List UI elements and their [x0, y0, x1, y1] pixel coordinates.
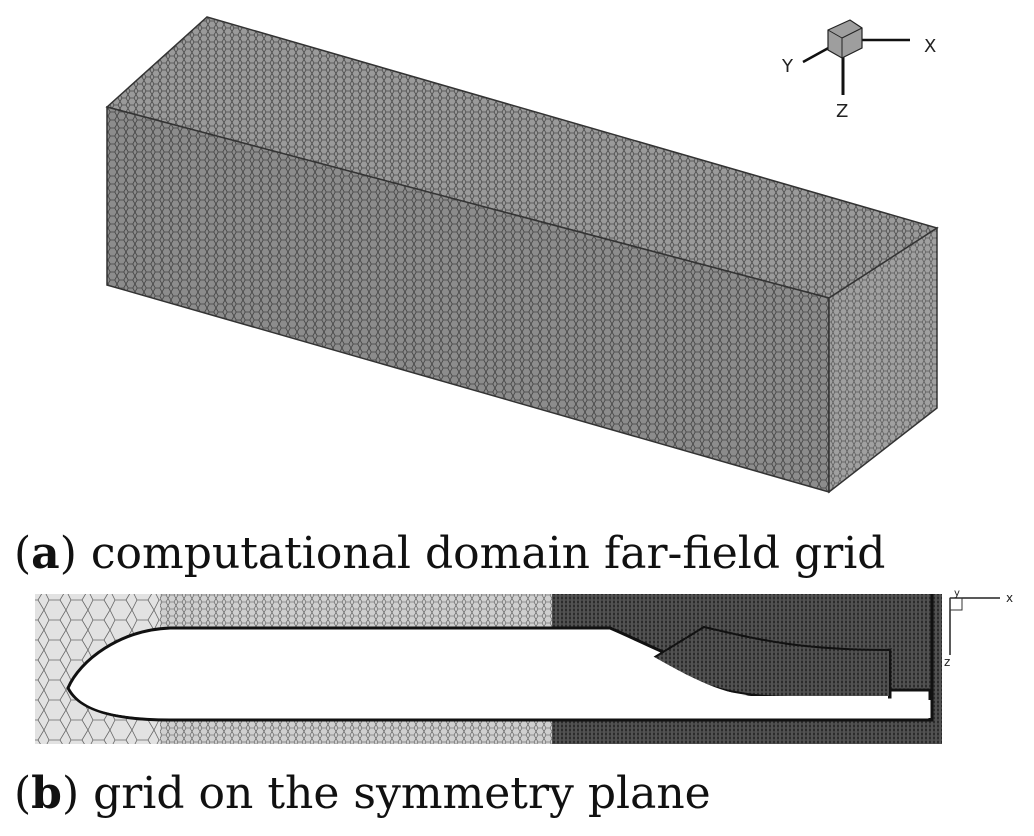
- axis-triad-a: X Y Z: [781, 19, 936, 122]
- caption-a: (a) computational domain far-field grid: [14, 528, 886, 579]
- caption-a-text: computational domain far-field grid: [90, 528, 886, 579]
- panel-a-box-figure: X Y Z: [105, 16, 939, 494]
- axis-y-label-b: y: [954, 588, 960, 599]
- caption-b: (b) grid on the symmetry plane: [14, 768, 711, 819]
- axis-triad-b: x y z: [944, 588, 1013, 669]
- caption-b-letter: b: [31, 768, 62, 819]
- caption-b-text: grid on the symmetry plane: [93, 768, 711, 819]
- axis-y-label-a: Y: [781, 56, 794, 77]
- axis-z-label-b: z: [944, 655, 950, 669]
- axis-x-label-b: x: [1006, 591, 1013, 605]
- caption-a-letter: a: [31, 528, 60, 579]
- axis-x-label-a: X: [924, 36, 936, 57]
- axis-z-label-a: Z: [836, 101, 848, 122]
- box-end-face: [828, 226, 938, 494]
- body-bottom-edge: [170, 594, 934, 722]
- train-body-interior: [70, 630, 931, 718]
